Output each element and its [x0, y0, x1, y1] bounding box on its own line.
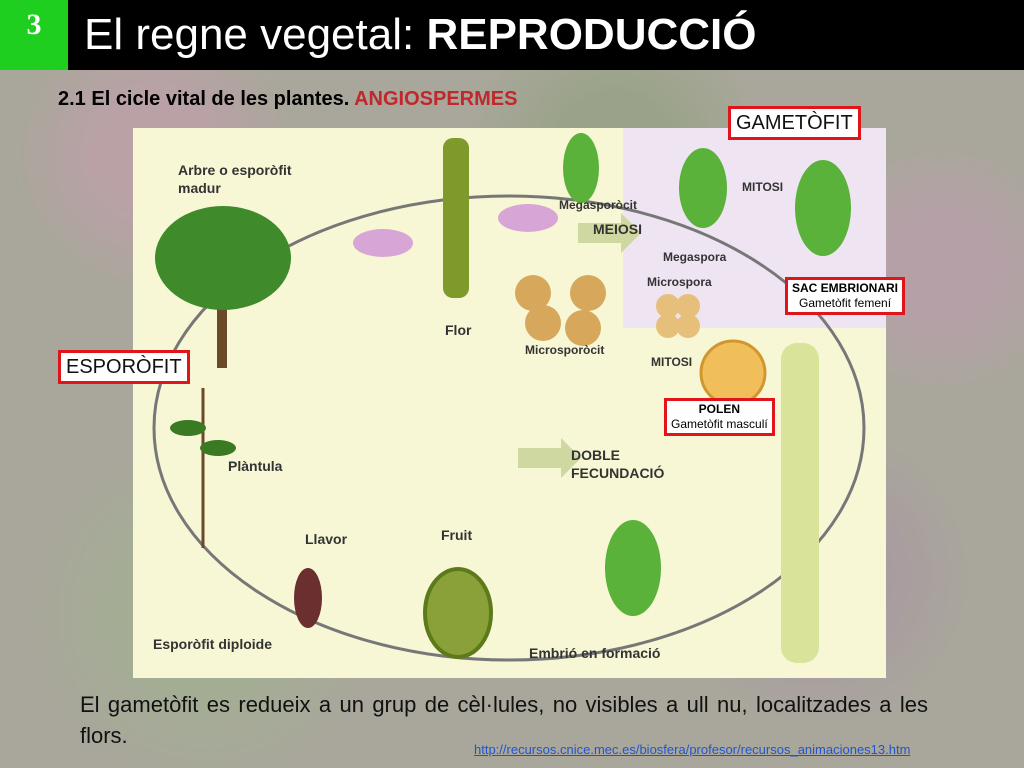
embryo-ovule: [605, 520, 661, 616]
label-megaspore: Megaspora: [663, 250, 727, 264]
embryo-sac-box: SAC EMBRIONARI Gametòfit femení: [785, 277, 906, 315]
label-meiosis: MEIOSI: [593, 221, 643, 237]
microspore-cell: [656, 294, 680, 318]
seedling-leaf: [200, 440, 236, 456]
slide-title-prefix: El regne vegetal:: [84, 10, 427, 59]
slide-number-badge: [0, 0, 68, 70]
slide-number: 3: [26, 8, 42, 41]
microspore-cell: [676, 294, 700, 318]
flower-petal-left: [353, 229, 413, 257]
title-bar: [0, 0, 1024, 70]
pollen-grain: [699, 339, 767, 407]
label-diploid-sporophyte: Esporòfit diploide: [153, 636, 272, 652]
pollen-box: POLEN Gametòfit masculí: [664, 398, 775, 436]
pollen-title: POLEN: [698, 402, 741, 416]
microsporocyte-cell: [525, 305, 561, 341]
subtitle-emphasis: ANGIOSPERMES: [354, 88, 518, 110]
slide-title: El regne vegetal: REPRODUCCIÓ: [84, 10, 756, 60]
tree-trunk: [217, 288, 227, 368]
life-cycle-illustration: [152, 128, 886, 663]
label-mitosis-top: MITOSI: [742, 180, 784, 194]
arrow-fertilization: [518, 438, 581, 478]
section-subtitle: 2.1 El cicle vital de les plantes. ANGIO…: [58, 88, 517, 111]
label-tree: Arbre o esporòfit madur: [178, 162, 292, 196]
gametophyte-box: GAMETÒFIT: [728, 106, 861, 140]
embryo-sac-title: SAC EMBRIONARI: [792, 281, 899, 295]
ovule-shape: [679, 148, 727, 228]
label-double-fertilization: DOBLE FECUNDACIÓ: [571, 447, 665, 481]
label-embryo: Embrió en formació: [529, 645, 661, 661]
fruit-shape: [423, 567, 493, 659]
source-link[interactable]: http://recursos.cnice.mec.es/biosfera/pr…: [474, 742, 911, 757]
microspore-cell: [656, 314, 680, 338]
ovule-shape: [795, 160, 851, 256]
label-seedling: Plàntula: [228, 458, 283, 474]
subtitle-prefix: 2.1 El cicle vital de les plantes.: [58, 88, 355, 110]
microsporocyte-cell: [565, 310, 601, 346]
arrow-meiosis: [578, 213, 641, 253]
tree-canopy: [155, 206, 291, 310]
slide-title-emphasis: REPRODUCCIÓ: [426, 10, 757, 59]
flower-pistil: [443, 138, 469, 298]
label-seed: Llavor: [305, 531, 348, 547]
microspore-cell: [676, 314, 700, 338]
flower-petal-right: [498, 204, 558, 232]
seed-shape: [294, 568, 322, 628]
label-microsporocyte: Microsporòcit: [525, 343, 605, 357]
sporophyte-box: ESPORÒFIT: [58, 350, 190, 384]
seedling-leaf: [170, 420, 206, 436]
cycle-ring: [152, 194, 866, 662]
embryo-sac-subtitle: Gametòfit femení: [798, 296, 892, 310]
label-mitosis-mid: MITOSI: [651, 355, 693, 369]
body-text: El gametòfit es redueix a un grup de cèl…: [80, 692, 928, 748]
label-megasporocyte: Megasporòcit: [559, 198, 638, 212]
microsporocyte-cell: [570, 275, 606, 311]
pollen-subtitle: Gametòfit masculí: [671, 417, 768, 431]
microsporocyte-cell: [515, 275, 551, 311]
ovule-shape: [563, 133, 599, 203]
label-microspore: Microspora: [647, 275, 712, 289]
label-fruit: Fruit: [441, 527, 473, 543]
label-flower: Flor: [445, 322, 472, 338]
pollen-tube: [781, 343, 819, 663]
